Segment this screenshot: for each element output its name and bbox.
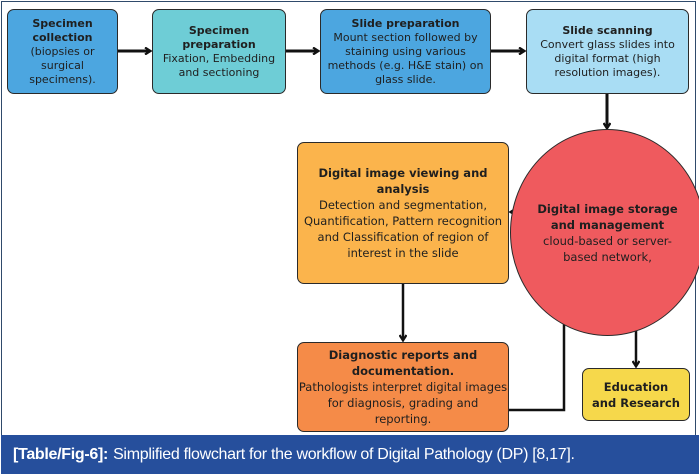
node-body: Mount section followed by staining using… (327, 30, 484, 86)
node-body: Detection and segmentation, Quantificati… (303, 198, 503, 260)
node-title: Digital image storage and management (537, 201, 678, 232)
node-body: Pathologists interpret digital images fo… (298, 380, 508, 426)
node-body: (biopsies or surgical specimens). (29, 44, 96, 86)
caption-label: [Table/Fig-6]: (13, 445, 109, 463)
node-body: cloud-based or server-based network, (543, 233, 672, 264)
node-digital-image-storage: Digital image storage and management clo… (510, 129, 699, 336)
node-title: Education and Research (592, 379, 680, 410)
node-slide-preparation: Slide preparation Mount section followed… (320, 9, 491, 94)
node-body: Fixation, Embedding and sectioning (162, 51, 276, 79)
node-title: Specimen collection (32, 16, 93, 44)
figure-caption: [Table/Fig-6]: Simplified flowchart for … (1, 435, 699, 474)
node-specimen-collection: Specimen collection (biopsies or surgica… (7, 9, 118, 94)
node-title: Digital image viewing and analysis (318, 166, 488, 196)
node-slide-scanning: Slide scanning Convert glass slides into… (526, 9, 689, 94)
node-body: Convert glass slides into digital format… (540, 37, 675, 79)
node-title: Diagnostic reports and documentation. (328, 348, 478, 378)
node-title: Slide scanning (562, 23, 653, 37)
node-diagnostic-reports: Diagnostic reports and documentation. Pa… (297, 342, 509, 432)
node-education-research: Education and Research (582, 368, 690, 421)
node-title: Slide preparation (351, 16, 460, 30)
caption-text: Simplified flowchart for the workflow of… (113, 445, 575, 463)
node-title: Specimen preparation (182, 23, 256, 51)
node-digital-image-viewing: Digital image viewing and analysis Detec… (297, 142, 509, 284)
node-specimen-preparation: Specimen preparation Fixation, Embedding… (152, 9, 286, 94)
